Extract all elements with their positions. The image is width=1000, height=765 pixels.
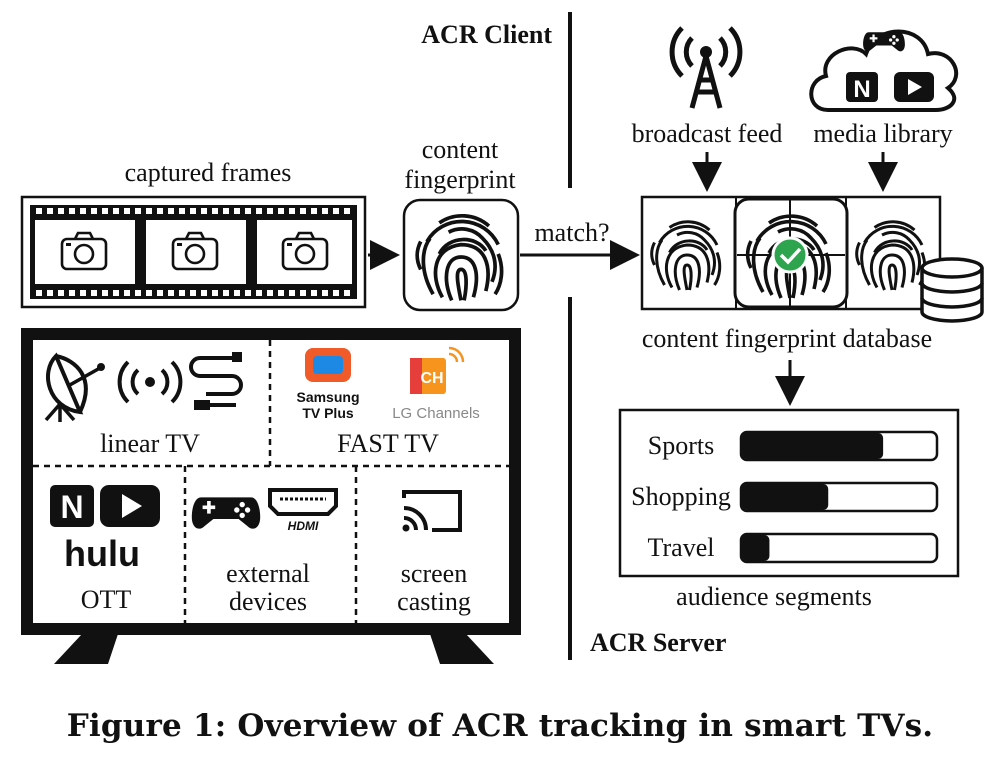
radio-signal-icon bbox=[117, 360, 183, 404]
linear-tv-label: linear TV bbox=[100, 429, 200, 458]
svg-text:LG Channels: LG Channels bbox=[392, 405, 480, 422]
segment-bar-fill bbox=[742, 484, 829, 510]
samsung-tv-plus-logo: Samsung TV Plus bbox=[296, 348, 360, 421]
media-library-label: media library bbox=[813, 119, 952, 148]
broadcast-tower-icon bbox=[669, 26, 743, 109]
media-cloud-icon: N bbox=[809, 29, 959, 112]
svg-text:N: N bbox=[60, 489, 83, 525]
cable-icon bbox=[189, 352, 243, 410]
acr-diagram: ACR Client ACR Server captured frames co… bbox=[20, 12, 984, 664]
hulu-logo: hulu bbox=[64, 533, 140, 574]
screen-casting-label: screen bbox=[401, 559, 467, 588]
segment-label: Shopping bbox=[631, 482, 731, 511]
svg-text:HDMI: HDMI bbox=[288, 519, 319, 533]
segment-label: Sports bbox=[648, 431, 714, 460]
smart-tv bbox=[21, 328, 521, 664]
acr-client-label: ACR Client bbox=[421, 20, 552, 49]
content-fingerprint-label: content bbox=[422, 135, 499, 164]
match-check-icon bbox=[771, 236, 809, 274]
segment-bar-fill bbox=[742, 433, 884, 459]
hdmi-icon: HDMI bbox=[268, 488, 338, 533]
fingerprint-database-label: content fingerprint database bbox=[642, 324, 932, 353]
youtube-icon bbox=[100, 485, 160, 527]
svg-text:CH: CH bbox=[420, 370, 443, 387]
external-devices-label: external bbox=[226, 559, 310, 588]
segment-bar-fill bbox=[742, 535, 770, 561]
fingerprint-box bbox=[402, 198, 520, 312]
lg-channels-logo: CH LG Channels bbox=[392, 346, 480, 422]
fast-tv-label: FAST TV bbox=[337, 429, 439, 458]
cast-icon bbox=[402, 490, 462, 532]
svg-text:TV Plus: TV Plus bbox=[302, 405, 354, 421]
match-label: match? bbox=[534, 218, 609, 247]
external-devices-label: devices bbox=[229, 587, 307, 616]
database-icon bbox=[920, 257, 984, 323]
broadcast-feed-label: broadcast feed bbox=[632, 119, 783, 148]
acr-server-label: ACR Server bbox=[590, 628, 726, 657]
satellite-dish-icon bbox=[44, 352, 105, 422]
figure-caption: Figure 1: Overview of ACR tracking in sm… bbox=[66, 708, 934, 744]
film-strip bbox=[20, 195, 367, 309]
screen-casting-label: casting bbox=[397, 587, 471, 616]
netflix-icon: N bbox=[50, 485, 94, 527]
netflix-logo: N bbox=[853, 76, 870, 103]
ott-label: OTT bbox=[81, 585, 132, 614]
segment-bar-track bbox=[739, 532, 939, 564]
content-fingerprint-label: fingerprint bbox=[404, 165, 516, 194]
svg-text:Samsung: Samsung bbox=[296, 389, 359, 405]
captured-frames-label: captured frames bbox=[125, 158, 292, 187]
fingerprint-database bbox=[640, 195, 942, 311]
audience-segments-label: audience segments bbox=[676, 582, 872, 611]
segment-label: Travel bbox=[648, 533, 715, 562]
